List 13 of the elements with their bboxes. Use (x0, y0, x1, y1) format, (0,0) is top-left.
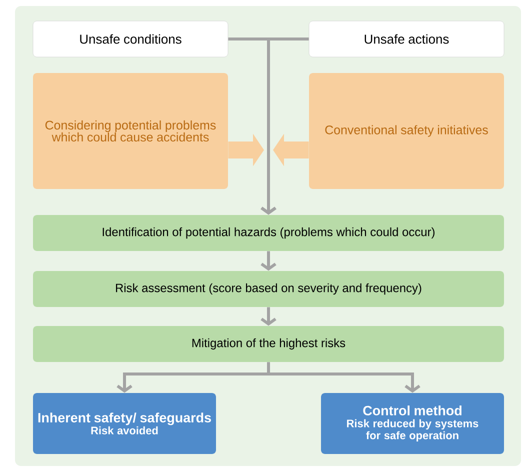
process-box: Risk assessment (score based on severity and frequency) (33, 271, 504, 307)
process-box: Mitigation of the highest risks (33, 326, 504, 362)
arrow (260, 307, 276, 326)
concept-box: Considering potential problems which could cause accidents (33, 73, 228, 189)
result-box: Inherent safety/ safeguards Risk avoided (33, 393, 216, 454)
process-box: Identification of potential hazards (problems which could occur) (33, 215, 504, 251)
arrow (260, 251, 276, 271)
concept-box: Conventional safety initiatives (309, 73, 504, 189)
result-box: Control method Risk reduced by systems for safe operation (321, 393, 504, 454)
arrow (267, 362, 420, 393)
arrow (260, 38, 309, 215)
label-box: Unsafe actions (308, 20, 504, 58)
label-box: Unsafe conditions (32, 20, 228, 58)
